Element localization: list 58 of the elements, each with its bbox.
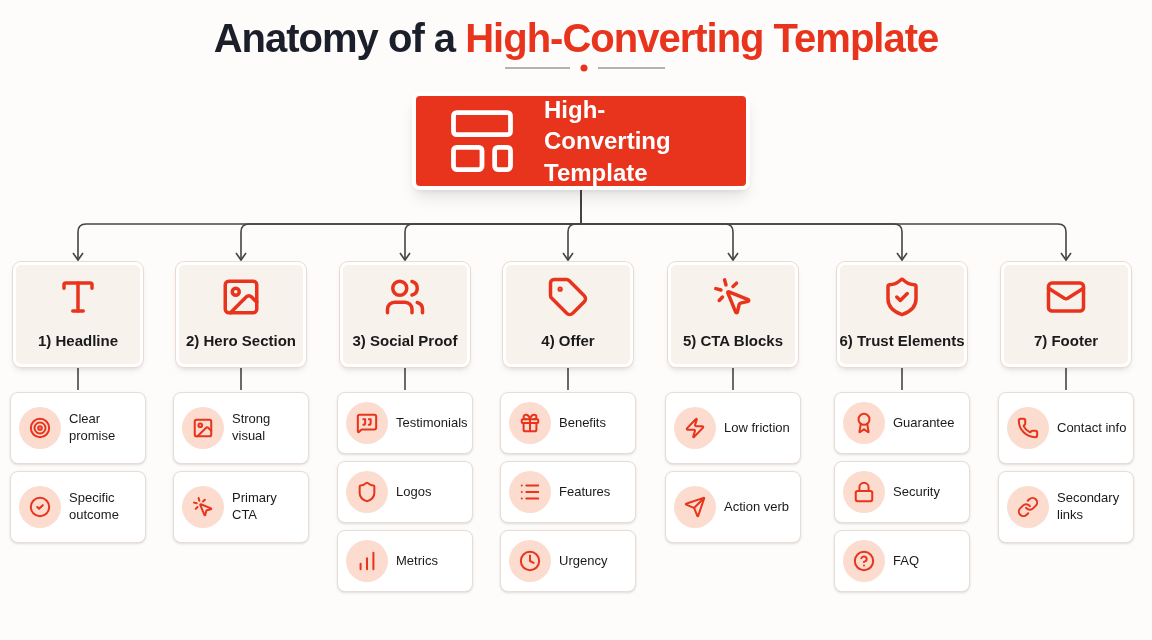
connector-line (240, 366, 242, 391)
item-card (173, 392, 309, 464)
section-label: 4) Offer (541, 331, 595, 352)
connector-line (1065, 366, 1067, 391)
section-card (1001, 262, 1131, 367)
section-card (340, 262, 470, 367)
item-label: Strong visual (232, 411, 272, 445)
item-card (834, 530, 970, 592)
template-title: High-Converting Template (544, 95, 672, 188)
item-label: Security (893, 483, 941, 501)
section-card (668, 262, 798, 367)
item-label: Specific outcome (69, 490, 120, 524)
item-label: Secondary links (1057, 490, 1121, 524)
section-card (176, 262, 306, 367)
item-label: Primary CTA (232, 490, 278, 524)
item-label: Action verb (724, 498, 791, 516)
item-card (500, 392, 636, 454)
connector-line (567, 366, 569, 391)
item-card (500, 461, 636, 523)
item-label: Metrics (396, 552, 439, 570)
section-label: 5) CTA Blocks (683, 331, 783, 352)
item-card (665, 392, 801, 464)
item-card (834, 461, 970, 523)
item-card (10, 392, 146, 464)
item-label: Logos (396, 483, 433, 501)
item-label: Features (559, 483, 612, 501)
item-card (337, 461, 473, 523)
section-label: 3) Social Proof (352, 331, 458, 352)
section-label: 6) Trust Elements (839, 331, 965, 352)
item-card (998, 471, 1134, 543)
connector-line (77, 366, 79, 391)
item-label: Urgency (559, 552, 609, 570)
template-box (412, 92, 750, 190)
item-label: Contact info (1057, 419, 1128, 437)
section-card (837, 262, 967, 367)
connector-line (404, 366, 406, 391)
item-card (10, 471, 146, 543)
section-label: 2) Hero Section (186, 331, 296, 352)
item-card (998, 392, 1134, 464)
section-label: 7) Footer (1033, 331, 1099, 352)
item-card (173, 471, 309, 543)
section-card (503, 262, 633, 367)
item-label: Low friction (724, 419, 791, 437)
item-card (337, 530, 473, 592)
item-label: FAQ (893, 552, 920, 570)
item-card (665, 471, 801, 543)
title: Anatomy of a High-Converting Template (213, 15, 939, 62)
item-label: Testimonials (396, 414, 468, 432)
item-card (500, 530, 636, 592)
connector-line (901, 366, 903, 391)
section-card (13, 262, 143, 367)
item-label: Guarantee (893, 414, 956, 432)
section-label: 1) Headline (38, 331, 118, 352)
item-label: Benefits (559, 414, 607, 432)
item-label: Clear promise (69, 411, 117, 445)
item-card (337, 392, 473, 454)
item-card (834, 392, 970, 454)
connector-line (732, 366, 734, 391)
